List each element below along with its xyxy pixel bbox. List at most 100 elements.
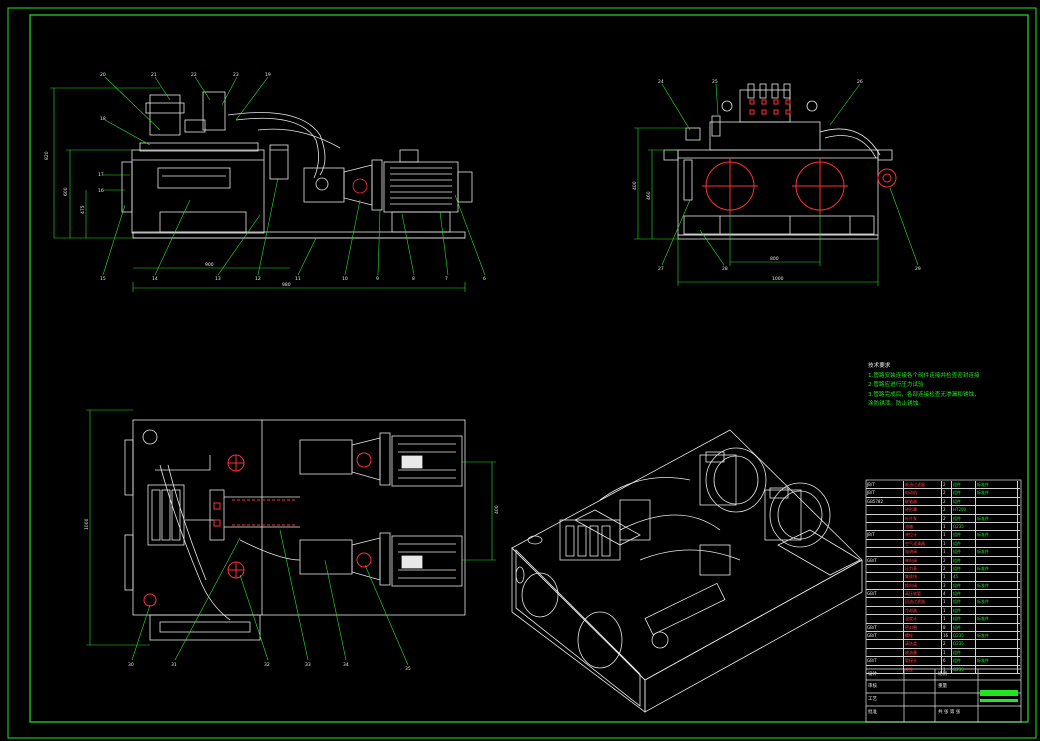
- bom-cell-name: 放油塞: [904, 648, 942, 657]
- bom-cell-qty: 6: [942, 657, 952, 665]
- front-dim-h3: 475: [80, 205, 86, 214]
- callout-10: 10: [342, 276, 348, 282]
- bom-cell-qty: 2: [942, 481, 952, 489]
- bom-cell-rem: [976, 590, 1018, 598]
- bom-cell-rem: 标准件: [976, 632, 1018, 640]
- technical-note-line: 1.管路安装连接各个阀件连接并检查密封连接: [868, 372, 980, 379]
- bom-cell-rem: [976, 556, 1018, 564]
- bom-cell-mat: 组件: [952, 556, 976, 564]
- bom-cell-mat: 组件: [952, 564, 976, 573]
- bom-cell-mat: HT200: [952, 506, 976, 514]
- callout-30: 30: [128, 662, 134, 668]
- side-dim-h: 400: [632, 181, 638, 190]
- bom-cell-qty: 4: [942, 590, 952, 598]
- callout-7: 7: [445, 276, 448, 282]
- bom-cell-name: 回油过滤器: [904, 598, 942, 606]
- bom-cell-code: GB/T: [866, 590, 904, 598]
- callout-19: 19: [265, 72, 271, 78]
- bom-cell-code: JB/T: [866, 489, 904, 497]
- bom-cell-mat: Q235: [952, 632, 976, 640]
- bom-cell-rem: 标准件: [976, 581, 1018, 590]
- bom-cell-code: JB/T: [866, 531, 904, 539]
- bom-cell-qty: 3: [942, 581, 952, 590]
- bom-cell-mat: 组件: [952, 481, 976, 489]
- bom-cell-rem: [976, 648, 1018, 657]
- bom-cell-qty: 1: [942, 606, 952, 615]
- bom-cell-qty: 2: [942, 506, 952, 514]
- callout-13: 13: [215, 276, 221, 282]
- bom-cell-name: 清洗盖: [904, 640, 942, 648]
- front-dim-height: 820: [44, 151, 50, 160]
- bom-cell-code: JB/T: [866, 481, 904, 489]
- bom-cell-mat: 组件: [952, 598, 976, 606]
- inner-frame: [29, 14, 1029, 723]
- technical-notes: 技术要求 1.管路安装连接各个阀件连接并检查密封连接 2.管路应进行压力试验 3…: [868, 362, 1018, 410]
- bom-cell-rem: 标准件: [976, 657, 1018, 665]
- bom-cell-mat: 组件: [952, 539, 976, 548]
- bom-cell-code: GB/T: [866, 657, 904, 665]
- bom-cell-mat: Q235: [952, 665, 976, 673]
- top-dim-pitch: 400: [494, 505, 500, 514]
- bom-cell-name: 底座: [904, 665, 942, 673]
- bom-cell-mat: 45: [952, 573, 976, 581]
- tb-weight: 重量: [938, 684, 947, 689]
- tb-designer: 设计: [868, 672, 877, 677]
- bom-cell-name: 冷却器: [904, 606, 942, 615]
- bom-cell-code: [866, 506, 904, 514]
- callout-20: 20: [100, 72, 106, 78]
- bom-cell-qty: 2: [942, 556, 952, 564]
- bom-cell-mat: 组件: [952, 489, 976, 497]
- side-dim-w: 800: [770, 256, 779, 262]
- side-view-red: [702, 99, 897, 214]
- callout-12: 12: [255, 276, 261, 282]
- bom-cell-mat: Q235: [952, 640, 976, 648]
- bom-cell-name: 电动机: [904, 489, 942, 497]
- technical-note-line: 2.管路应进行压力试验: [868, 382, 924, 389]
- callout-25: 25: [712, 79, 718, 85]
- tb-scale: 比例: [938, 672, 947, 677]
- bom-cell-qty: 2: [942, 564, 952, 573]
- bom-cell-qty: 1: [942, 539, 952, 548]
- bom-cell-mat: 组件: [952, 606, 976, 615]
- bom-cell-qty: 2: [942, 489, 952, 497]
- bom-cell-code: [866, 573, 904, 581]
- bom-cell-rem: 标准件: [976, 598, 1018, 606]
- bom-cell-name: 管接头: [904, 657, 942, 665]
- bom-cell-name: 密封圈: [904, 623, 942, 632]
- tb-approve: 批准: [868, 710, 877, 715]
- bom-cell-mat: Q235: [952, 522, 976, 531]
- bom-cell-qty: 8: [942, 623, 952, 632]
- top-dimensions: [86, 409, 496, 666]
- bom-cell-code: [866, 548, 904, 556]
- bom-cell-name: 溢流阀: [904, 548, 942, 556]
- isometric-view: [511, 429, 863, 713]
- bom-cell-qty: 1: [942, 615, 952, 623]
- tb-checker: 审核: [868, 684, 877, 689]
- bom-cell-mat: 组件: [952, 581, 976, 590]
- callout-6: 6: [483, 276, 486, 282]
- technical-note-line: 涂防锈漆。防止锈蚀。: [868, 401, 924, 408]
- bom-cell-rem: 标准件: [976, 531, 1018, 539]
- front-dimensions: [50, 87, 466, 292]
- callout-28: 28: [722, 266, 728, 272]
- outer-frame: [7, 7, 1037, 739]
- bom-cell-code: [866, 514, 904, 522]
- bom-cell-rem: [976, 623, 1018, 632]
- front-leaders: [102, 76, 486, 276]
- bom-cell-rem: [976, 539, 1018, 548]
- side-dimensions: [634, 83, 919, 286]
- bom-cell-mat: 组件: [952, 514, 976, 522]
- technical-notes-title: 技术要求: [868, 363, 891, 369]
